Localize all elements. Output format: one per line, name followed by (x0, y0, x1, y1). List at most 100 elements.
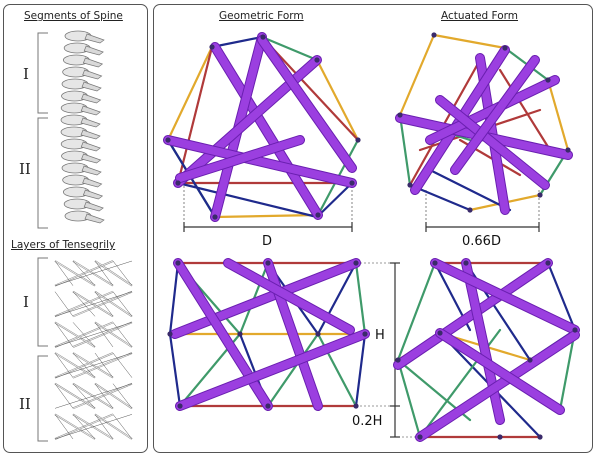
cable (316, 261, 358, 336)
cable (168, 332, 182, 408)
column-strut-highlight (54, 413, 96, 440)
tensegrity-title: Layers of Tensegrily (11, 239, 116, 251)
node (265, 260, 271, 266)
node (537, 434, 543, 440)
node (165, 137, 171, 143)
column-cable (54, 383, 133, 409)
spine-title: Segments of Spine (24, 10, 123, 22)
dimension-lines (183, 186, 540, 438)
column-cable (54, 260, 74, 286)
cable (260, 35, 319, 62)
column-cable (54, 291, 74, 317)
node (349, 180, 355, 186)
spine-illustration (37, 30, 105, 229)
tensegrity-wireframe (54, 260, 133, 440)
vertebra-process (80, 141, 101, 152)
vertebra-process (81, 93, 102, 104)
vertebrae-stack (60, 30, 105, 224)
node (397, 112, 403, 118)
segment-bracket-1 (37, 32, 48, 114)
column-strut-highlight (94, 414, 133, 440)
column-cable (94, 260, 114, 286)
dimension-label-066d: 0.66D (462, 234, 501, 249)
layer-bracket-1 (37, 257, 48, 347)
vertebra-process (84, 213, 105, 224)
node (167, 331, 173, 337)
node (353, 260, 359, 266)
tensegrity-column (37, 257, 133, 442)
dimension-label-h: H (375, 328, 385, 343)
node (417, 434, 423, 440)
node (209, 44, 215, 50)
dimension-label-02h: 0.2H (352, 414, 383, 429)
vertebra-process (82, 57, 104, 68)
node (545, 260, 551, 266)
geometric-form-title: Geometric Form (219, 10, 304, 22)
cable (213, 213, 320, 219)
node (407, 182, 413, 188)
cable (398, 113, 412, 187)
cable (408, 58, 482, 187)
cable (546, 261, 577, 332)
vertebra-process (83, 45, 104, 56)
cable (315, 181, 354, 219)
node (177, 403, 183, 409)
column-strut-highlight (54, 260, 96, 287)
node (467, 207, 473, 213)
spine-segment-label-1: I (23, 65, 29, 83)
strut (451, 56, 539, 174)
column-strut-highlight (72, 321, 133, 348)
cable (398, 33, 436, 117)
node (497, 434, 503, 440)
cable (428, 168, 512, 212)
column-cable (112, 260, 133, 286)
node (353, 403, 359, 409)
node (463, 260, 469, 266)
node (527, 357, 533, 363)
column-cable (112, 291, 133, 317)
layer-bracket-2 (37, 355, 48, 442)
node (432, 260, 438, 266)
node (315, 212, 321, 218)
column-cable (112, 383, 133, 409)
cable (546, 78, 570, 152)
vertebra-process (81, 165, 102, 176)
tensegrity-layer-label-1: I (23, 293, 29, 311)
node (437, 330, 443, 336)
column-cable (54, 260, 133, 286)
node (355, 137, 361, 143)
column-cable (72, 322, 96, 348)
vertebra-process (82, 177, 103, 188)
strut (436, 329, 564, 414)
node (260, 34, 266, 40)
actuated-top-view (395, 32, 573, 215)
strut (176, 330, 369, 410)
vertebra-process (82, 189, 104, 200)
vertebra-process (81, 153, 102, 164)
column-cable (72, 414, 96, 440)
column-cable (54, 322, 133, 348)
column-cable (94, 383, 114, 409)
node (175, 260, 181, 266)
node (537, 192, 543, 198)
column-cable (72, 260, 96, 286)
column-cable (94, 414, 114, 440)
node (362, 331, 368, 337)
vertebra-process (81, 81, 102, 92)
column-strut-highlight (54, 352, 96, 379)
vertebra-process (80, 117, 101, 128)
column-strut-highlight (72, 291, 133, 317)
strut (164, 136, 356, 187)
cable (354, 261, 367, 336)
cable (396, 261, 437, 362)
node (572, 327, 578, 333)
column-cable (112, 352, 133, 378)
column-cable (54, 322, 74, 348)
vertebra-process (80, 129, 101, 140)
column-strut-highlight (72, 383, 133, 409)
column-strut-highlight (94, 383, 133, 409)
column-cable (94, 352, 114, 378)
node (565, 147, 571, 153)
segment-bracket-2 (37, 117, 48, 229)
